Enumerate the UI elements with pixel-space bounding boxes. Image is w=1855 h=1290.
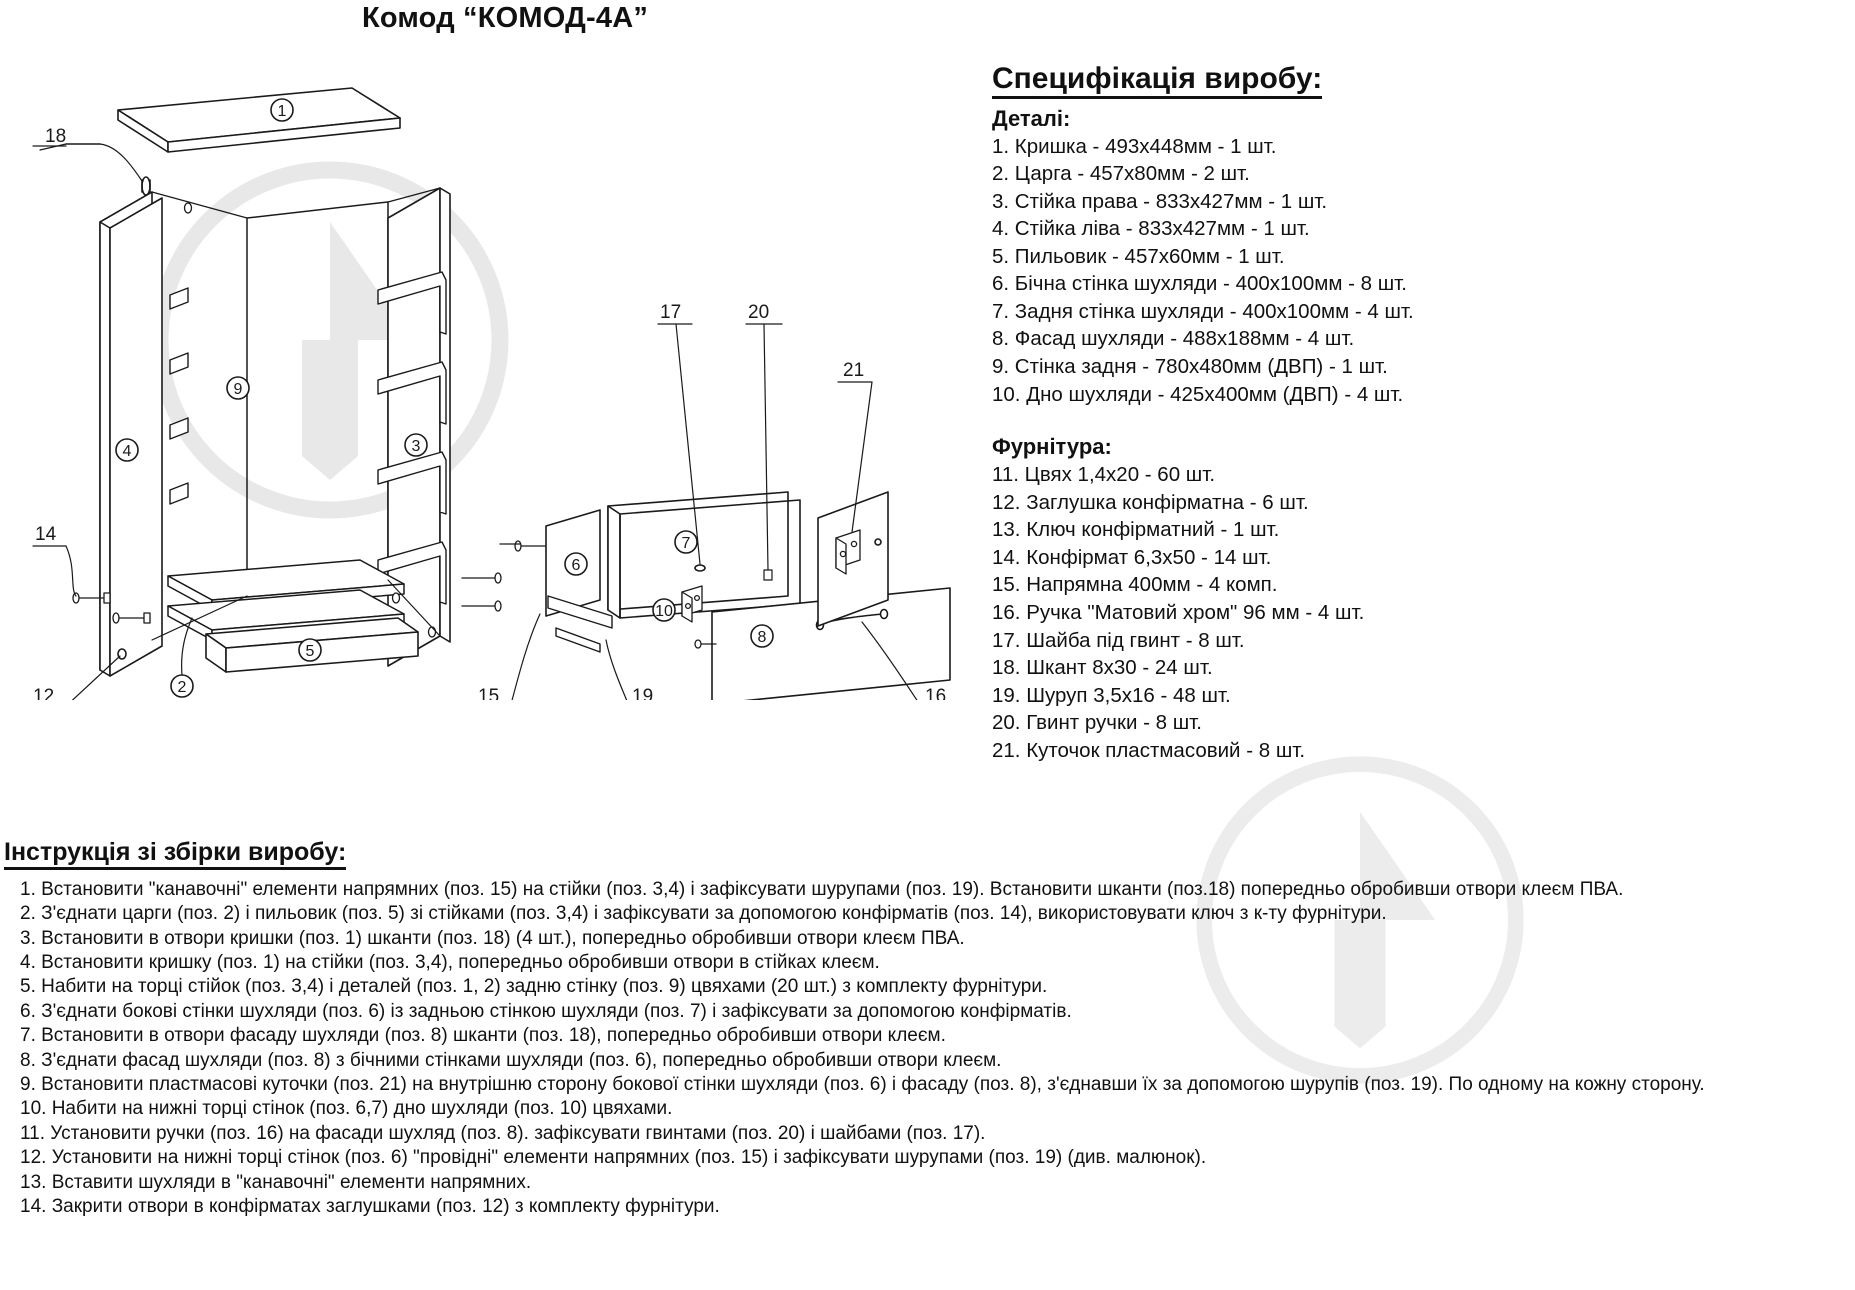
instruction-step: 4. Встановити кришку (поз. 1) на стійки … xyxy=(20,951,880,973)
svg-text:2: 2 xyxy=(178,679,187,696)
hardware-list-item: 13. Ключ конфірматний - 1 шт. xyxy=(992,518,1280,542)
svg-text:3: 3 xyxy=(412,438,421,455)
svg-text:10: 10 xyxy=(655,603,673,620)
hardware-list-item: 19. Шуруп 3,5х16 - 48 шт. xyxy=(992,683,1231,707)
svg-text:8: 8 xyxy=(758,629,767,646)
parts-list-item: 5. Пильовик - 457х60мм - 1 шт. xyxy=(992,244,1285,268)
instructions-list: 1. Встановити "канавочні" елементи напря… xyxy=(4,878,1849,1220)
hardware-list-item: 12. Заглушка конфірматна - 6 шт. xyxy=(992,490,1309,514)
parts-list-item: 2. Царга - 457х80мм - 2 шт. xyxy=(992,162,1250,186)
svg-text:5: 5 xyxy=(306,643,315,660)
instructions-heading: Інструкція зі збірки виробу: xyxy=(4,838,347,870)
instruction-step: 8. З'єднати фасад шухляди (поз. 8) з біч… xyxy=(20,1049,1002,1071)
svg-text:7: 7 xyxy=(682,535,691,552)
svg-text:17: 17 xyxy=(660,302,681,323)
svg-text:21: 21 xyxy=(843,360,864,381)
svg-text:15: 15 xyxy=(478,686,499,700)
svg-text:16: 16 xyxy=(925,686,946,700)
parts-heading: Деталі: xyxy=(992,105,1071,131)
svg-text:4: 4 xyxy=(123,443,132,460)
instruction-step: 2. З'єднати царги (поз. 2) і пильовик (п… xyxy=(20,903,1387,925)
instruction-step: 12. Установити на нижні торці стінок (по… xyxy=(20,1147,1207,1169)
page-title: Комод “КОМОД-4А” xyxy=(361,2,649,34)
svg-text:20: 20 xyxy=(748,302,769,323)
svg-text:12: 12 xyxy=(33,686,54,700)
hardware-heading: Фурнітура: xyxy=(992,434,1112,460)
instruction-step: 14. Закрити отвори в конфірматах заглушк… xyxy=(20,1196,720,1218)
parts-list-item: 9. Стінка задня - 780х480мм (ДВП) - 1 шт… xyxy=(992,355,1388,379)
instruction-step: 11. Установити ручки (поз. 16) на фасади… xyxy=(20,1122,986,1144)
hardware-list-item: 18. Шкант 8х30 - 24 шт. xyxy=(992,656,1213,680)
hardware-list-item: 14. Конфірмат 6,3х50 - 14 шт. xyxy=(992,545,1272,569)
parts-list-item: 7. Задня стінка шухляди - 400х100мм - 4 … xyxy=(992,299,1414,323)
exploded-assembly-drawing: 1 18 4 9 xyxy=(0,40,985,700)
parts-list-item: 1. Кришка - 493х448мм - 1 шт. xyxy=(992,134,1277,158)
parts-list-item: 10. Дно шухляди - 425х400мм (ДВП) - 4 шт… xyxy=(992,382,1404,406)
instruction-step: 9. Встановити пластмасові куточки (поз. … xyxy=(20,1074,1705,1095)
instruction-step: 6. З'єднати бокові стінки шухляди (поз. … xyxy=(20,1000,1072,1022)
specification-heading: Специфікація виробу: xyxy=(992,62,1323,99)
assembly-instructions: Інструкція зі збірки виробу: 1. Встанови… xyxy=(4,838,1849,1219)
hardware-list-item: 17. Шайба під гвинт - 8 шт. xyxy=(992,628,1245,652)
instruction-step: 5. Набити на торці стійок (поз. 3,4) і д… xyxy=(20,976,1048,998)
parts-list-item: 8. Фасад шухляди - 488х188мм - 4 шт. xyxy=(992,327,1355,351)
hardware-list-item: 20. Гвинт ручки - 8 шт. xyxy=(992,711,1202,735)
svg-text:9: 9 xyxy=(234,381,243,398)
svg-text:18: 18 xyxy=(45,126,66,147)
instruction-step: 7. Встановити в отвори фасаду шухляди (п… xyxy=(20,1025,946,1047)
hardware-list: 11. Цвях 1,4х20 - 60 шт. 12. Заглушка ко… xyxy=(992,461,1842,764)
instruction-step: 13. Вставити шухляди в "канавочні" елеме… xyxy=(20,1171,532,1193)
parts-list: 1. Кришка - 493х448мм - 1 шт. 2. Царга -… xyxy=(992,133,1842,409)
hardware-list-item: 16. Ручка "Матовий хром" 96 мм - 4 шт. xyxy=(992,600,1365,624)
instruction-step: 1. Встановити "канавочні" елементи напря… xyxy=(20,878,1624,900)
specification-panel: Специфікація виробу: Деталі: 1. Кришка -… xyxy=(992,62,1842,764)
instruction-step: 10. Набити на нижні торці стінок (поз. 6… xyxy=(20,1098,673,1120)
svg-text:1: 1 xyxy=(278,103,287,120)
hardware-list-item: 11. Цвях 1,4х20 - 60 шт. xyxy=(992,463,1216,487)
svg-text:6: 6 xyxy=(572,557,581,574)
svg-text:19: 19 xyxy=(632,686,653,700)
parts-list-item: 6. Бічна стінка шухляди - 400х100мм - 8 … xyxy=(992,272,1407,296)
parts-list-item: 4. Стійка ліва - 833х427мм - 1 шт. xyxy=(992,217,1310,241)
hardware-list-item: 21. Куточок пластмасовий - 8 шт. xyxy=(992,738,1306,762)
parts-list-item: 3. Стійка права - 833х427мм - 1 шт. xyxy=(992,189,1328,213)
svg-text:14: 14 xyxy=(35,524,57,545)
instruction-step: 3. Встановити в отвори кришки (поз. 1) ш… xyxy=(20,927,965,949)
hardware-list-item: 15. Напрямна 400мм - 4 комп. xyxy=(992,573,1278,597)
